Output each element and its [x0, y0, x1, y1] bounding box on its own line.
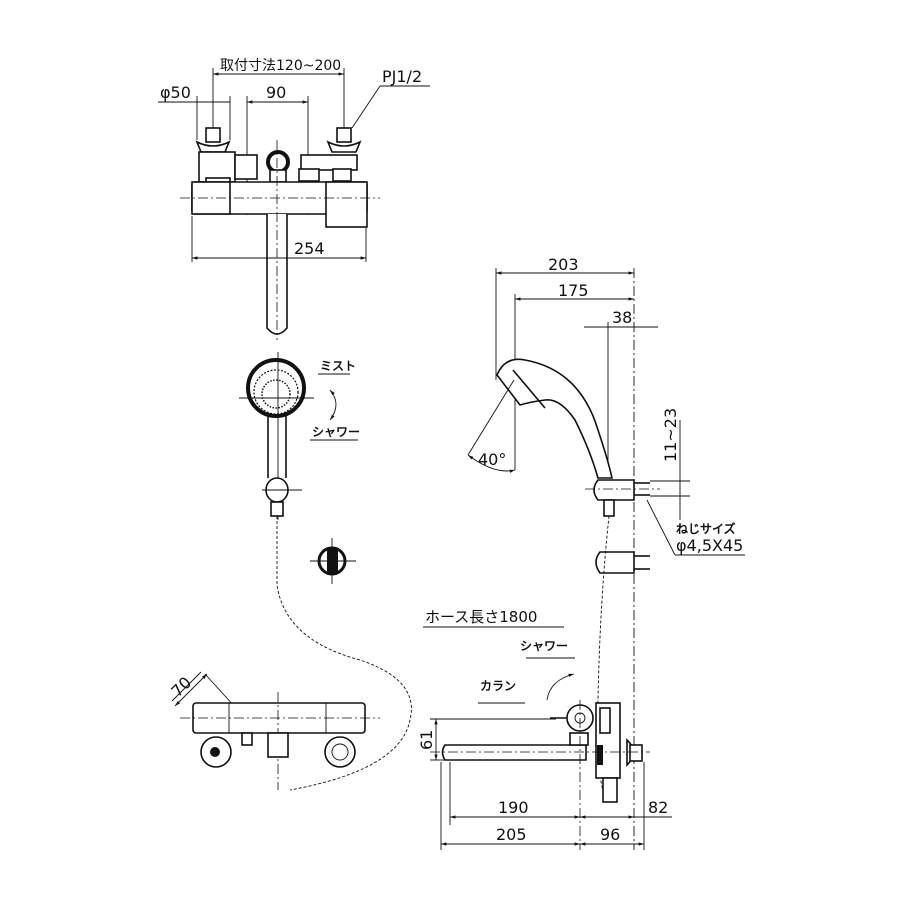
dim-203-label: 203 [548, 255, 579, 274]
lever-shower-label: シャワー [520, 639, 568, 653]
right-elbow [324, 736, 356, 768]
angle-arc [467, 454, 516, 473]
hose-path [276, 516, 412, 791]
screw-size-value: φ4,5X45 [676, 536, 743, 555]
bottom-outlet [267, 732, 289, 758]
center-outlet [266, 150, 290, 183]
hose-stem [603, 499, 615, 517]
shower-face-outer [246, 358, 306, 418]
hose-length-label: ホース長さ1800 [425, 608, 537, 626]
bottom-plug [241, 732, 253, 746]
right-handle [325, 181, 368, 228]
depth-label: 70 [167, 673, 195, 701]
bottom-view: 70 [167, 671, 380, 790]
pipe-diameter-label: φ50 [160, 83, 191, 102]
hose-path-side [597, 515, 610, 801]
left-inlet-nut [195, 127, 258, 187]
thread-leader-line [351, 85, 381, 129]
valve-detail [597, 745, 603, 765]
mode-switch-arrow [329, 389, 337, 421]
hose-connector-stem [270, 501, 284, 517]
wall-nut [629, 744, 643, 762]
mode-shower-label: シャワー [312, 425, 360, 439]
dim-38-label: 38 [612, 308, 632, 327]
wall-hook-symbol [310, 538, 356, 584]
spray-holes [253, 369, 299, 415]
spout-205-label: 205 [496, 825, 527, 844]
spout [441, 744, 587, 761]
wall-82-label: 82 [648, 798, 668, 817]
spout-collar [569, 732, 589, 746]
body-width-label: 254 [294, 239, 325, 258]
lever-arrow [546, 673, 575, 701]
screw-leader-line [646, 499, 676, 556]
spout-height-label: 61 [417, 730, 436, 750]
elbow-ring [331, 743, 349, 761]
spray-holes-inner [261, 379, 291, 409]
spout-side-view: ホース長さ1800 シャワー カラン 61 190 [417, 608, 672, 850]
shower-head-face [512, 369, 546, 409]
shower-head-side [496, 358, 613, 479]
shower-head-front-view: ミスト シャワー [239, 352, 360, 520]
bottom-outlet-pipe [602, 777, 618, 803]
top-view: 取付寸法120~200 φ50 90 PJ1/2 [158, 58, 430, 340]
center-spacing-label: 90 [266, 83, 286, 102]
dim-line-depth [174, 673, 208, 707]
lower-holder [595, 551, 635, 574]
spout-190-label: 190 [498, 798, 529, 817]
shower-holder [593, 479, 635, 501]
right-inlet-nut [298, 127, 362, 182]
lever-faucet-label: カラン [480, 679, 516, 693]
valve-detail [599, 707, 611, 734]
thread-label: PJ1/2 [382, 67, 422, 86]
mount-spacing-label: 取付寸法120~200 [220, 58, 341, 74]
angle-line [467, 379, 515, 456]
shower-side-view: 203 175 38 40° 11~23 ねじサイズ φ4,5X45 [467, 255, 745, 850]
angle-label: 40° [478, 450, 506, 469]
wall-96-label: 96 [600, 825, 620, 844]
mode-mist-label: ミスト [320, 359, 356, 373]
dim-175-label: 175 [558, 281, 589, 300]
screw-size-label: ねじサイズ [676, 521, 736, 536]
elbow-hole [210, 747, 220, 757]
bracket-range-label: 11~23 [661, 408, 680, 462]
